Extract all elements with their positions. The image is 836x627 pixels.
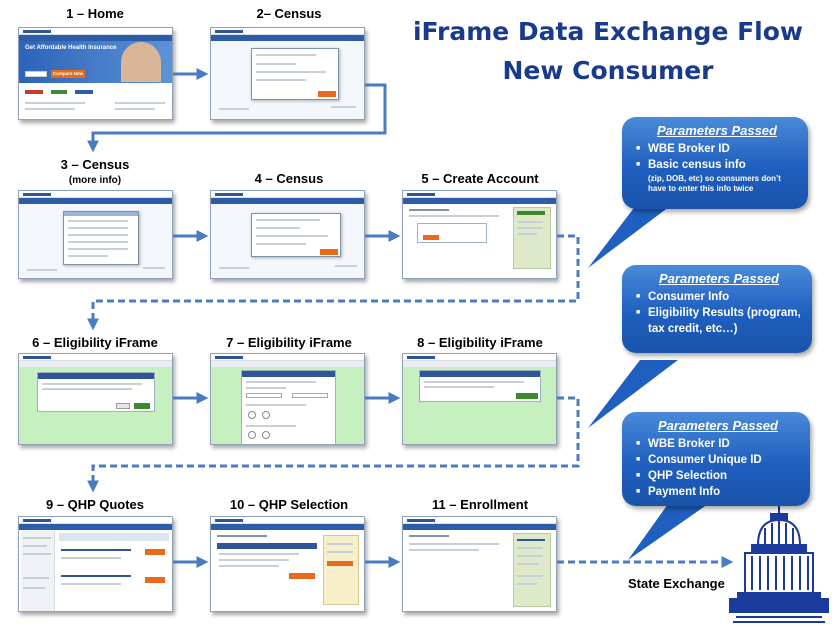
home-compare-button: Compare Now <box>51 70 85 78</box>
home-banner-text: Get Affordable Health Insurance <box>25 45 117 51</box>
callout-1-item: WBE Broker ID <box>636 141 798 157</box>
callout-2-header: Parameters Passed <box>659 271 779 286</box>
diagram-title-line1: iFrame Data Exchange Flow <box>412 17 804 46</box>
callout-1-note: (zip, DOB, etc) so consumers don’t have … <box>648 174 781 193</box>
callout-parameters-1: Parameters Passed WBE Broker ID Basic ce… <box>622 117 808 209</box>
callout-1-header: Parameters Passed <box>657 123 777 138</box>
step-3-sublabel: (more info) <box>68 175 122 186</box>
state-exchange-label: State Exchange <box>628 576 725 591</box>
screenshot-qhp-quotes <box>18 516 173 612</box>
callout-3-item: Payment Info <box>636 484 800 500</box>
callout-3-header: Parameters Passed <box>658 418 778 433</box>
callout-3-item: QHP Selection <box>636 468 800 484</box>
callout-2-item: Eligibility Results (program, tax credit… <box>636 305 802 337</box>
screenshot-home: Get Affordable Health Insurance Compare … <box>18 27 173 120</box>
callout-1-item: Basic census info <box>636 157 798 173</box>
callout-1-tail <box>588 200 678 268</box>
callout-2-tail <box>588 360 678 428</box>
callout-parameters-3: Parameters Passed WBE Broker ID Consumer… <box>622 412 810 506</box>
step-11-label: 11 – Enrollment <box>431 497 529 512</box>
screenshot-census <box>210 27 365 120</box>
screenshot-create-account <box>402 190 557 279</box>
screenshot-enrollment <box>402 516 557 612</box>
screenshot-eligibility-1 <box>18 353 173 445</box>
capitol-building-icon <box>729 500 829 623</box>
callout-3-item: WBE Broker ID <box>636 436 800 452</box>
step-9-label: 9 – QHP Quotes <box>45 497 144 512</box>
screenshot-census-2 <box>210 190 365 279</box>
step-2-label: 2– Census <box>256 6 322 21</box>
arrow-5-to-6 <box>87 234 580 331</box>
step-3-label: 3 – Census <box>60 157 130 172</box>
screenshot-eligibility-2 <box>210 353 365 445</box>
callout-3-tail <box>628 504 708 560</box>
diagram-title-line2: New Consumer <box>502 56 714 85</box>
callout-2-item: Consumer Info <box>636 289 802 305</box>
step-1-label: 1 – Home <box>66 6 124 21</box>
callout-3-item: Consumer Unique ID <box>636 452 800 468</box>
step-4-label: 4 – Census <box>254 171 324 186</box>
callout-parameters-2: Parameters Passed Consumer Info Eligibil… <box>622 265 812 353</box>
arrow-2-to-3 <box>87 83 387 153</box>
screenshot-census-more-info <box>18 190 173 279</box>
step-8-label: 8 – Eligibility iFrame <box>417 335 543 350</box>
step-5-label: 5 – Create Account <box>421 171 539 186</box>
screenshot-eligibility-3 <box>402 353 557 445</box>
step-10-label: 10 – QHP Selection <box>229 497 349 512</box>
step-6-label: 6 – Eligibility iFrame <box>32 335 158 350</box>
arrow-8-to-9 <box>87 396 580 493</box>
step-7-label: 7 – Eligibility iFrame <box>226 335 352 350</box>
screenshot-qhp-selection <box>210 516 365 612</box>
